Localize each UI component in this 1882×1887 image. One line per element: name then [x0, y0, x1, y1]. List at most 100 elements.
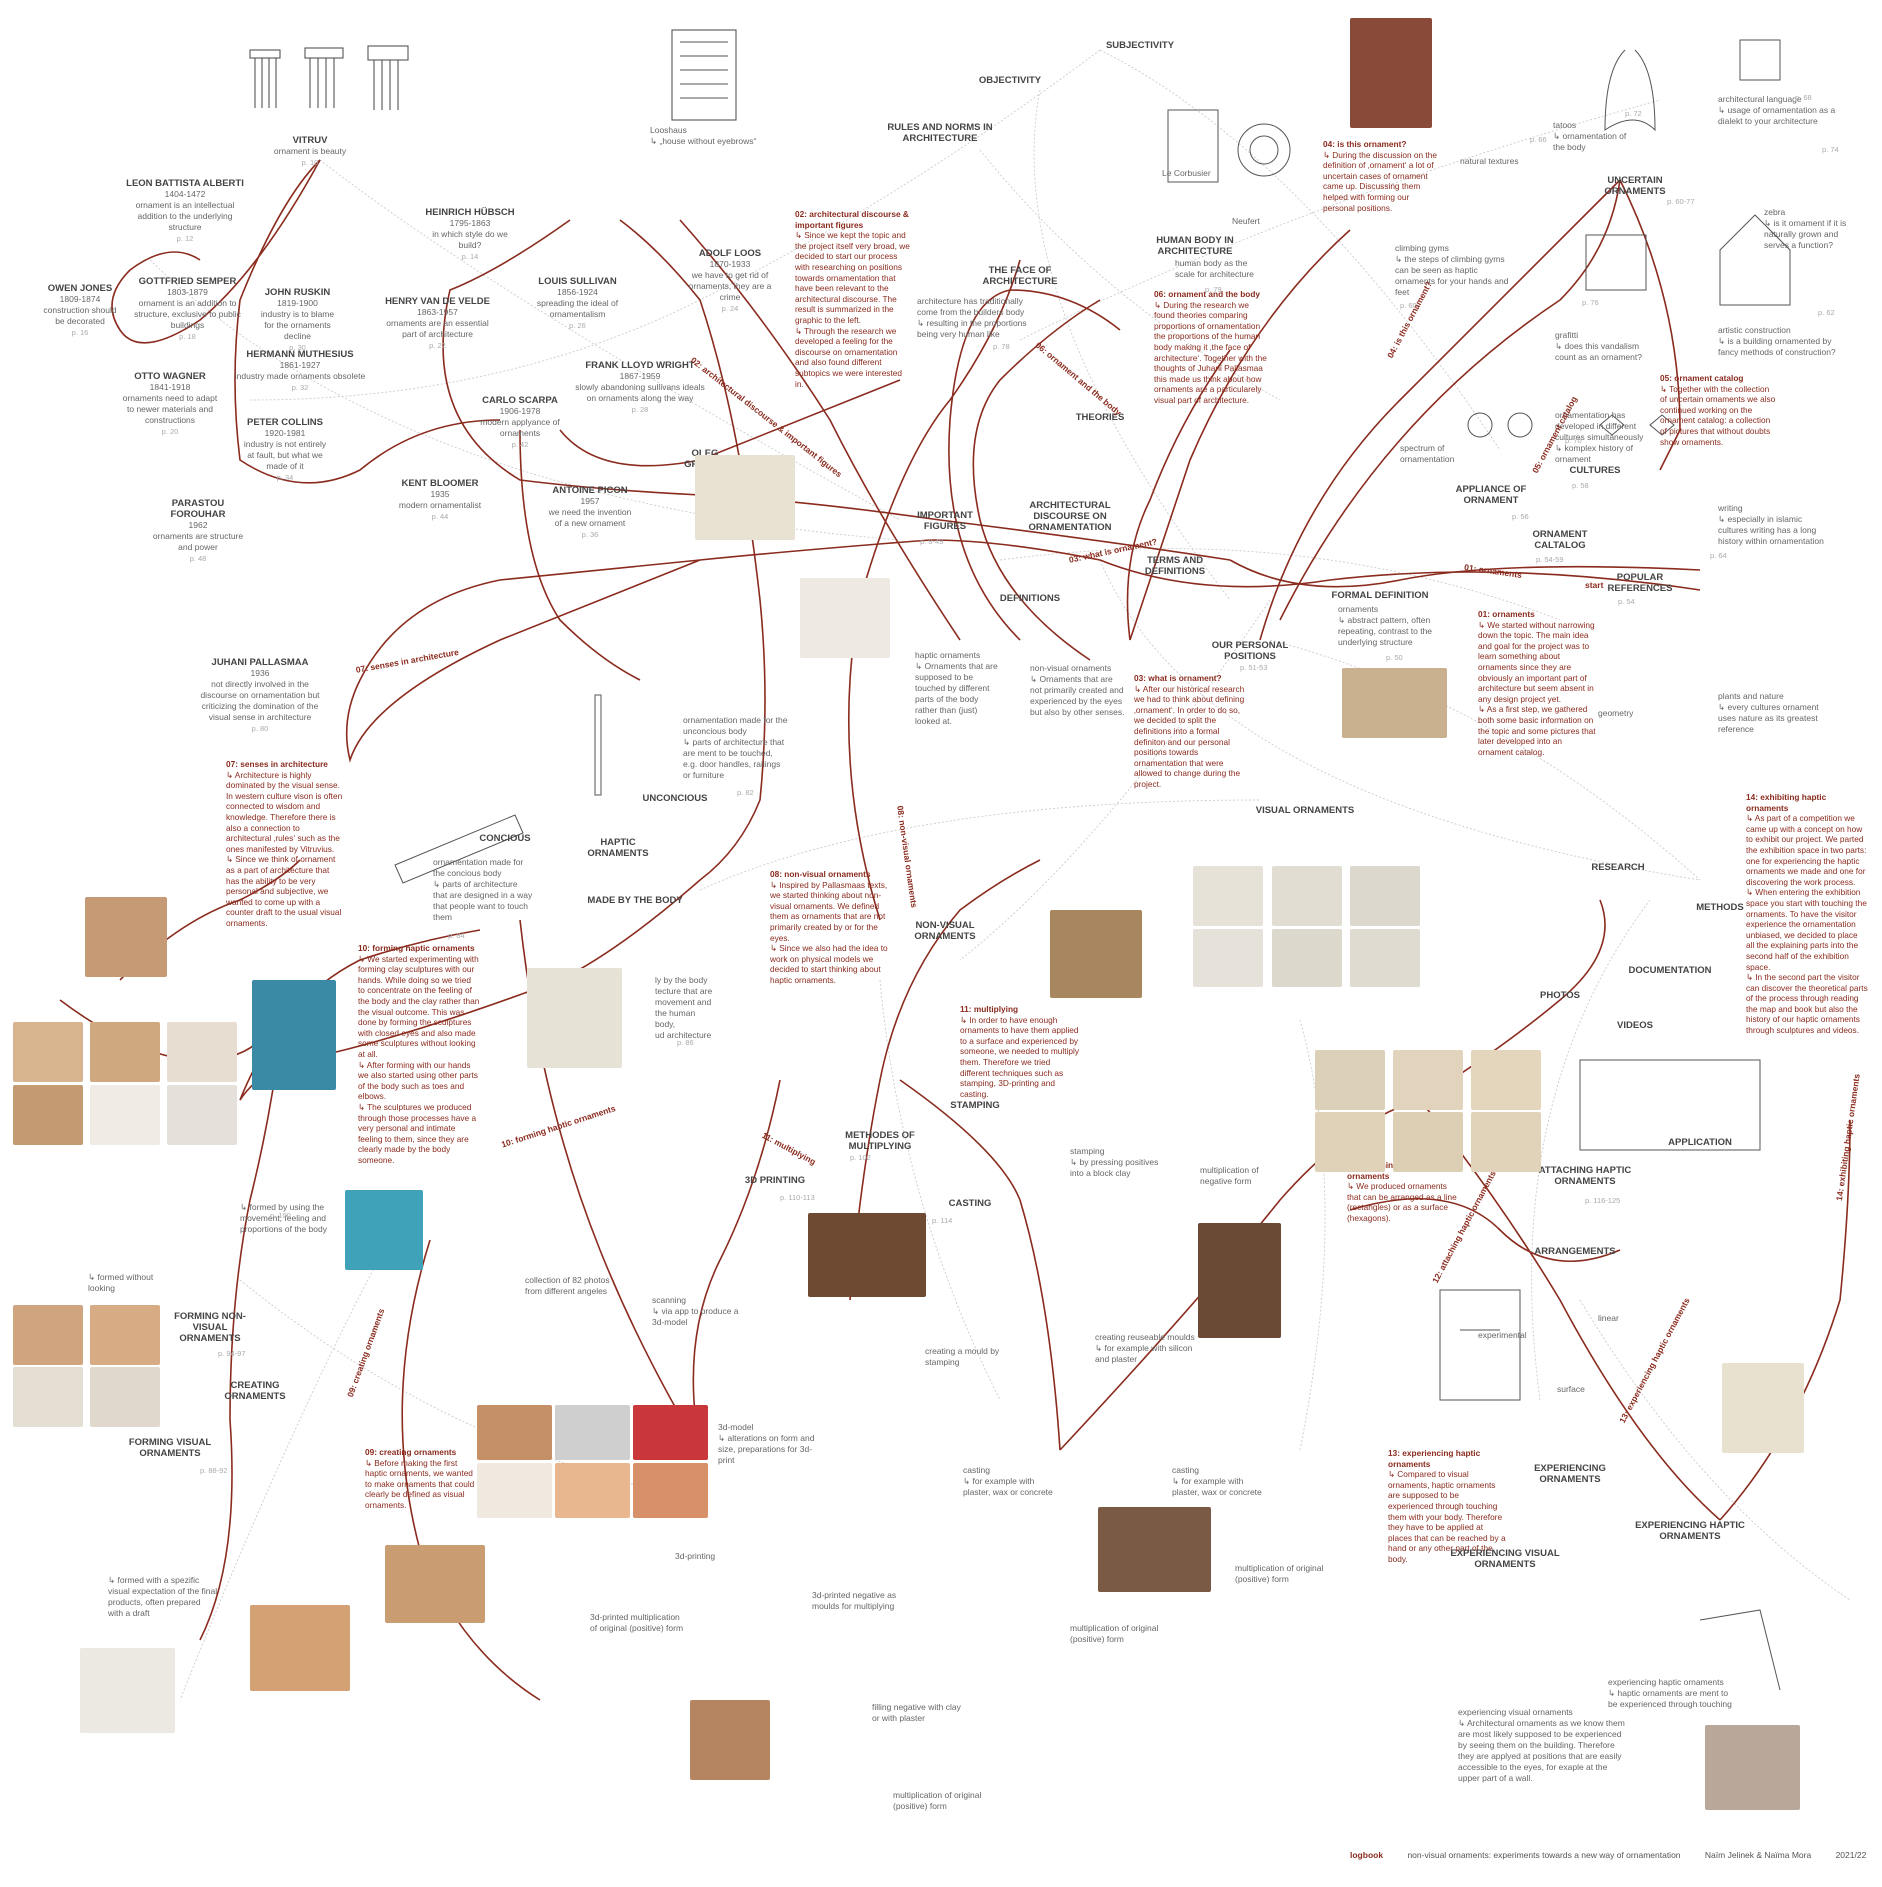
photo-35 [555, 1405, 630, 1460]
page-positions: p. 51-53 [1240, 662, 1268, 673]
heading-casting: CASTING [940, 1198, 1000, 1209]
heading-human-body-in-architecture: HUMAN BODY IN ARCHITECTURE [1140, 235, 1250, 257]
figure-peter-collins: PETER COLLINS1920-1981industry is not en… [240, 417, 330, 483]
note-11: 11: multiplying↳ In order to have enough… [960, 1004, 1080, 1099]
caption-face: architecture has traditionally come from… [917, 296, 1027, 340]
heading-non-visual-ornaments: NON-VISUAL ORNAMENTS [900, 920, 990, 942]
caption-formedvis: ↳ formed with a spezific visual expectat… [108, 1575, 218, 1619]
figure-juhani-pallasmaa: JUHANI PALLASMAA1936not directly involve… [200, 657, 320, 734]
caption-model3d: 3d-model ↳ alterations on form and size,… [718, 1422, 818, 1466]
caption-lecorbusier: Le Corbusier [1162, 168, 1232, 179]
footer-logbook: logbook [1350, 1850, 1383, 1860]
page-madebody: p. 86 [677, 1037, 694, 1048]
caption-grafitti: grafitti ↳ does this vandalism count as … [1555, 330, 1645, 363]
photo-18 [90, 1085, 160, 1145]
figure-john-ruskin: JOHN RUSKIN1819-1900industry is to blame… [255, 287, 340, 353]
page-language: p. 68 [1795, 92, 1812, 103]
caption-zebra: zebra ↳ is it ornament if it is naturall… [1764, 207, 1859, 251]
photo-17 [13, 1085, 83, 1145]
heading-videos: VIDEOS [1605, 1020, 1665, 1031]
heading-3d-printing: 3D PRINTING [730, 1175, 820, 1186]
note-04: 04: is this ornament?↳ During the discus… [1323, 139, 1441, 213]
photo-46 [1705, 1725, 1800, 1810]
page-formal: p. 50 [1386, 652, 1403, 663]
caption-multiorig: multiplication of original (positive) fo… [893, 1790, 993, 1812]
heading-documentation: DOCUMENTATION [1620, 965, 1720, 976]
heading-forming-visual-ornaments: FORMING VISUAL ORNAMENTS [125, 1437, 215, 1459]
page-formedbody: p. 100 [270, 1210, 291, 1221]
heading-research: RESEARCH [1578, 862, 1658, 873]
caption-unconcious: ornamentation made for the unconcious bo… [683, 715, 788, 781]
photo-23 [1471, 1050, 1541, 1110]
caption-climbing: climbing gyms ↳ the steps of climbing gy… [1395, 243, 1510, 298]
photo-11 [1350, 929, 1420, 987]
caption-concious: ornamentation made for the concious body… [433, 857, 533, 923]
caption-stampclay: stamping ↳ by pressing positives into a … [1070, 1146, 1170, 1179]
heading-appliance-of-ornament: APPLIANCE OF ORNAMENT [1446, 484, 1536, 506]
page-haptic_con: p. 84 [448, 930, 465, 941]
photo-43 [80, 1648, 175, 1733]
caption-expvisual: experiencing visual ornaments ↳ Architec… [1458, 1707, 1628, 1784]
heading-ornament-caltalog: ORNAMENT CALTALOG [1515, 529, 1605, 551]
caption-scanning: scanning ↳ via app to produce a 3d-model [652, 1295, 747, 1328]
page-tatoos: p. 72 [1625, 108, 1642, 119]
note-14: 14: exhibiting haptic ornaments↳ As part… [1746, 792, 1868, 1036]
figure-leon-battista-alberti: LEON BATTISTA ALBERTI1404-1472ornament i… [120, 178, 250, 244]
photo-45 [1722, 1363, 1804, 1453]
page-face: p. 78 [993, 341, 1010, 352]
note-07: 07: senses in architecture↳ Architecture… [226, 759, 344, 929]
photo-22 [1393, 1050, 1463, 1110]
figure-gottfried-semper: GOTTFRIED SEMPER1803-1879ornament is an … [130, 276, 245, 342]
caption-casting2: casting ↳ for example with plaster, wax … [1172, 1465, 1272, 1498]
note-06: 06: ornament and the body↳ During the re… [1154, 289, 1272, 406]
caption-looshaus: Looshaus ↳ „house without eyebrows“ [650, 125, 780, 147]
caption-language: architectural language ↳ usage of orname… [1718, 94, 1838, 127]
caption-multiorig3: multiplication of original (positive) fo… [1070, 1623, 1170, 1645]
heading-stamping: STAMPING [935, 1100, 1015, 1111]
caption-multineg: multiplication of negative form [1200, 1165, 1280, 1187]
photo-9 [1193, 929, 1263, 987]
heading-our-personal-positions: OUR PERSONAL POSITIONS [1205, 640, 1295, 662]
heading-rules-and-norms-in-architecture: RULES AND NORMS IN ARCHITECTURE [880, 122, 1000, 144]
page-catalog: p. 54-59 [1536, 554, 1564, 565]
photo-6 [1193, 866, 1263, 926]
heading-experiencing-visual-ornaments: EXPERIENCING VISUAL ORNAMENTS [1445, 1548, 1565, 1570]
photo-36 [633, 1405, 708, 1460]
photo-14 [13, 1022, 83, 1082]
photo-28 [13, 1305, 83, 1365]
photo-33 [1198, 1223, 1281, 1338]
photo-29 [90, 1305, 160, 1365]
caption-multiorig2: multiplication of original (positive) fo… [1235, 1563, 1335, 1585]
heading-made-by-the-body: MADE BY THE BODY [585, 895, 685, 906]
page-figures: p. 8-49 [920, 536, 943, 547]
note-08: 08: non-visual ornaments↳ Inspired by Pa… [770, 869, 888, 986]
footer: logbook non-visual ornaments: experiment… [1350, 1850, 1882, 1860]
page-casting: p. 114 [932, 1215, 952, 1226]
note-09: 09: creating ornaments↳ Before making th… [365, 1447, 480, 1511]
photo-31 [90, 1367, 160, 1427]
note-01: 01: ornaments↳ We started without narrow… [1478, 609, 1596, 757]
caption-nonvisual: non-visual ornaments ↳ Ornaments that ar… [1030, 663, 1125, 718]
caption-haptic: haptic ornaments ↳ Ornaments that are su… [915, 650, 1000, 727]
figure-parastou-forouhar: PARASTOU FOROUHAR1962ornaments are struc… [148, 498, 248, 564]
heading-architectural-discourse-on-ornamentation: ARCHITECTURAL DISCOURSE ON ORNAMENTATION [1015, 500, 1125, 533]
caption-formedbody: ↳ formed by using the movement, feeling … [240, 1202, 350, 1235]
photo-30 [13, 1367, 83, 1427]
note-03: 03: what is ornament?↳ After our histori… [1134, 673, 1246, 790]
heading-unconcious: UNCONCIOUS [630, 793, 720, 804]
heading-objectivity: OBJECTIVITY [960, 75, 1060, 86]
photo-12 [85, 897, 167, 977]
caption-spectrum: spectrum of ornamentation [1400, 443, 1480, 465]
page-grafitti: p. 76 [1582, 297, 1599, 308]
photo-4 [1342, 668, 1447, 738]
photo-37 [477, 1463, 552, 1518]
heading-methods: METHODS [1680, 902, 1760, 913]
footer-title: non-visual ornaments: experiments toward… [1407, 1850, 1680, 1860]
page-zebra: p. 74 [1822, 144, 1839, 155]
page-multiplying: p. 102 [850, 1152, 871, 1163]
page-natural: p. 66 [1530, 134, 1547, 145]
